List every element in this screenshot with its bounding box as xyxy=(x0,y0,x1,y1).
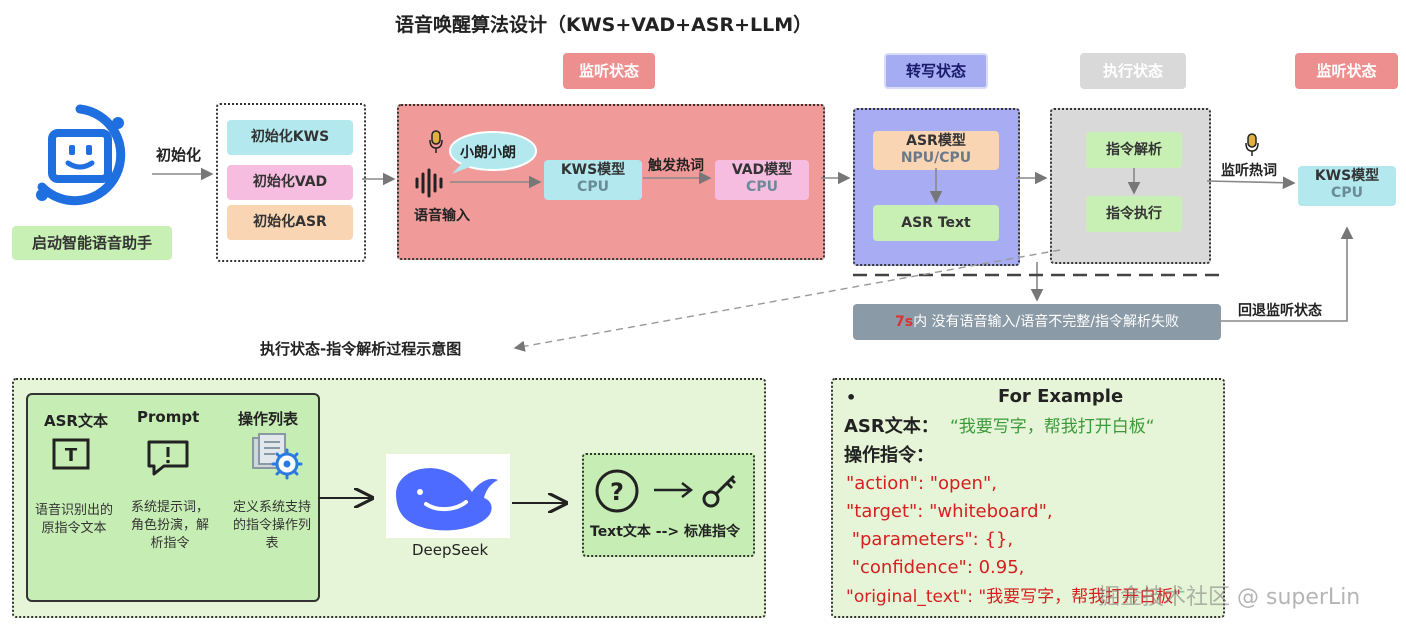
microphone-icon xyxy=(428,130,444,158)
arrow-right-icon xyxy=(652,480,694,504)
example-asr-label: ASR文本： xyxy=(844,416,939,437)
init-vad-box: 初始化VAD xyxy=(227,165,353,200)
deepseek-logo xyxy=(386,454,510,538)
state-badge-listen-1: 监听状态 xyxy=(563,53,655,89)
init-kws-box: 初始化KWS xyxy=(227,120,353,155)
key-icon xyxy=(700,470,740,514)
state-badge-listen-2: 监听状态 xyxy=(1295,53,1398,89)
kws-model-sub-right: CPU xyxy=(1331,185,1363,201)
vad-model-sub: CPU xyxy=(746,179,778,195)
example-panel xyxy=(831,378,1225,618)
exec-diagram-title: 执行状态-指令解析过程示意图 xyxy=(260,340,462,358)
inputs-group xyxy=(26,393,320,602)
result-label: Text文本 --> 标准指令 xyxy=(590,524,741,540)
prompt-col-title: Prompt xyxy=(137,408,200,426)
example-op-label: 操作指令： xyxy=(844,445,934,466)
watermark: 掘金技术社区 @ superLin xyxy=(1098,585,1361,610)
trigger-label: 触发热词 xyxy=(648,158,704,174)
svg-text:T: T xyxy=(65,445,78,466)
example-line-target: "target": "whiteboard", xyxy=(846,501,1053,522)
text-box-icon: T xyxy=(52,438,90,474)
execute-command-box: 指令执行 xyxy=(1086,196,1182,232)
voice-assistant-logo xyxy=(28,103,132,215)
sound-wave-icon xyxy=(414,168,444,202)
kws-model-title: KWS模型 xyxy=(560,162,626,178)
state-badge-execute: 执行状态 xyxy=(1080,53,1186,89)
question-icon: ? xyxy=(594,468,640,518)
deepseek-whale-icon xyxy=(396,468,498,531)
example-line-confidence: "confidence": 0.95, xyxy=(846,557,1025,578)
asr-model-box: ASR模型 NPU/CPU xyxy=(873,131,999,170)
start-assistant-label: 启动智能语音助手 xyxy=(12,226,172,260)
init-asr-box: 初始化ASR xyxy=(227,205,353,240)
voice-input-label: 语音输入 xyxy=(414,208,470,224)
timeout-condition-box: 7s内 没有语音输入/语音不完整/指令解析失败 xyxy=(853,304,1221,340)
kws-model-box-right: KWS模型 CPU xyxy=(1298,166,1396,206)
operation-list-col-desc: 定义系统支持的指令操作列表 xyxy=(232,500,311,551)
microphone-icon-right xyxy=(1244,133,1260,161)
deepseek-label: DeepSeek xyxy=(412,541,489,559)
asr-model-title: ASR模型 xyxy=(906,133,966,149)
asr-text-box: ASR Text xyxy=(873,205,999,241)
example-line-original-text: "original_text": "我要写字，帮我打开白板" xyxy=(846,587,1182,607)
asr-text-col-title: ASR文本 xyxy=(44,412,108,430)
kws-model-box: KWS模型 CPU xyxy=(544,160,642,200)
example-line-parameters: "parameters": {}, xyxy=(846,529,1014,550)
robot-icon xyxy=(36,104,126,206)
init-group xyxy=(216,103,366,262)
example-heading: For Example xyxy=(998,386,1124,407)
wake-word-bubble: 小朗小朗 xyxy=(448,131,538,175)
kws-model-sub: CPU xyxy=(577,179,609,195)
example-bullet: • xyxy=(846,388,857,407)
operation-list-col-title: 操作列表 xyxy=(238,410,299,428)
example-asr-value: “我要写字，帮我打开白板“ xyxy=(950,417,1155,437)
parse-command-box: 指令解析 xyxy=(1086,132,1182,168)
init-arrow-label: 初始化 xyxy=(156,146,202,164)
prompt-icon xyxy=(146,439,190,481)
operations-gear-icon xyxy=(249,432,303,484)
listen-hotword-label: 监听热词 xyxy=(1221,163,1277,179)
vad-model-title: VAD模型 xyxy=(731,162,793,178)
timeout-seconds: 7s xyxy=(895,314,914,330)
vad-model-box: VAD模型 CPU xyxy=(715,160,809,200)
asr-text-col-desc: 语音识别出的原指令文本 xyxy=(34,503,113,536)
example-line-action: "action": "open", xyxy=(846,473,997,494)
wake-word-text: 小朗小朗 xyxy=(460,145,516,161)
timeout-text: 内 没有语音输入/语音不完整/指令解析失败 xyxy=(913,314,1179,330)
prompt-col-desc: 系统提示词，角色扮演，解析指令 xyxy=(130,500,209,551)
svg-text:?: ? xyxy=(610,478,624,506)
state-badge-transcribe: 转写状态 xyxy=(884,53,988,89)
result-box xyxy=(582,453,755,557)
kws-model-title-right: KWS模型 xyxy=(1314,168,1380,184)
diagram-title: 语音唤醒算法设计（KWS+VAD+ASR+LLM） xyxy=(395,14,813,36)
fallback-label: 回退监听状态 xyxy=(1238,303,1322,319)
asr-model-sub: NPU/CPU xyxy=(900,150,972,166)
